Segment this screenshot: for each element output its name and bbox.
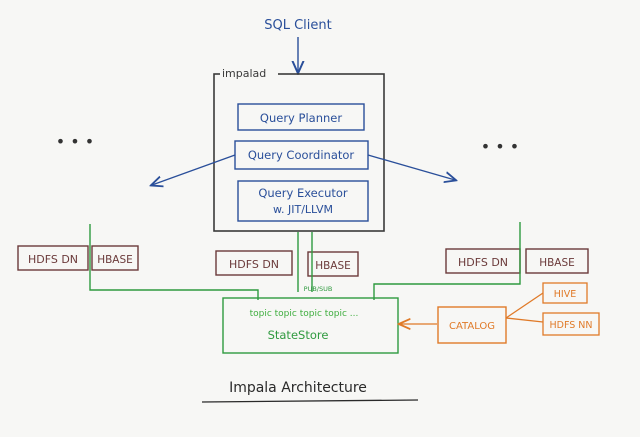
left-hdfs-dn-box [17,245,89,271]
statestore-topics: topic topic topic topic ... [250,309,359,319]
coordinator-right-arrow [367,154,455,180]
pubsub-label: PUB/SUB [304,285,333,293]
center-hbase-label: HBASE [315,260,351,272]
left-hbase-box [91,245,139,271]
right-hbase-box [525,248,589,274]
center-hdfs-dn-label: HDFS DN [229,258,279,271]
right-hdfs-dn-label: HDFS DN [458,256,508,269]
query-executor-box [237,180,369,222]
catalog-label: CATALOG [449,321,495,332]
center-hbase-box [307,251,359,277]
coordinator-left-arrow [152,154,236,185]
catalog-source-links [505,292,544,323]
hive-label: HIVE [554,289,576,300]
query-executor-label: Query Executor [258,186,348,200]
right-ellipsis: • • • [481,137,519,156]
pubsub-connectors [89,222,521,300]
statestore-box [222,297,399,354]
title-underline [201,399,419,403]
query-executor-sublabel: w. JIT/LLVM [273,203,333,216]
right-hbase-label: HBASE [539,257,575,269]
left-hbase-label: HBASE [97,254,133,266]
center-hdfs-dn-box [215,250,293,276]
sql-client-label: SQL Client [264,18,332,33]
impalad-box [213,73,385,232]
hive-box [542,282,588,304]
left-hdfs-dn-label: HDFS DN [28,253,78,266]
impalad-label: impalad [222,67,266,80]
catalog-box [437,306,507,344]
left-ellipsis: • • • [56,132,94,151]
hdfs-nn-label: HDFS NN [549,320,592,331]
query-planner-box [237,103,365,131]
query-planner-label: Query Planner [260,111,342,125]
diagram-title: Impala Architecture [229,380,367,396]
statestore-label: StateStore [268,328,329,342]
query-coordinator-label: Query Coordinator [248,148,355,162]
hdfs-nn-box [542,312,600,336]
